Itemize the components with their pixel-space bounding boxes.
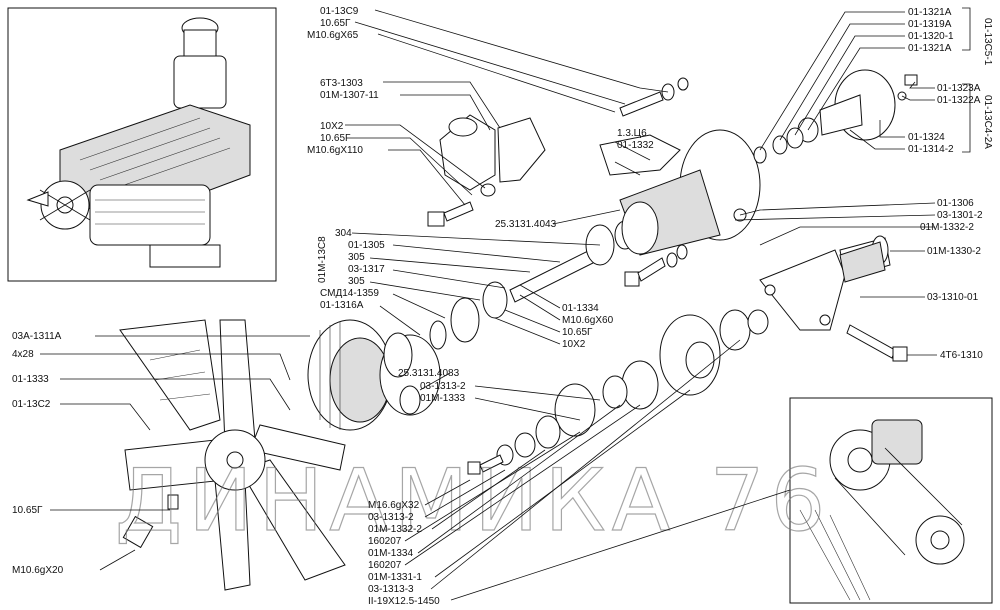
label-belt: II-19X12.5-1450: [368, 596, 440, 607]
label-304: 304: [335, 228, 352, 239]
label-bolt-m10x65: М10.6gX65: [307, 30, 359, 41]
belt-drive-illustration: [799, 419, 965, 601]
label-03a-1311a: 03А-1311А: [12, 331, 62, 342]
label-305-a: 305: [348, 252, 365, 263]
label-10x2-a: 10Х2: [320, 121, 344, 132]
label-bolt-m10x60: М10.6gX60: [562, 315, 614, 326]
label-1-3-c6: 1.3.Ц6: [617, 128, 647, 139]
leader-lines-right: [734, 11, 937, 356]
label-4x28: 4х28: [12, 349, 34, 360]
belt-inset-frame: [789, 397, 993, 604]
label-01-1324: 01-1324: [908, 132, 945, 143]
label-smd14-1359: СМД14-1359: [320, 288, 379, 299]
label-03-1313-2-a: 03-1313-2: [420, 381, 466, 392]
impeller: [753, 69, 918, 164]
label-03-1301-2: 03-1301-2: [937, 210, 983, 221]
label-01-13c9: 01-13С9: [320, 6, 359, 17]
label-01-1316a: 01-1316А: [320, 300, 364, 311]
label-6t3-1303: 6Т3-1303: [320, 78, 363, 89]
tension-bolt: [846, 324, 908, 362]
label-01m-1333: 01М-1333: [420, 393, 465, 404]
label-03-1313-2-b: 03-1313-2: [368, 512, 414, 523]
engine-inset-frame: [7, 7, 277, 282]
label-01m-1332-2-a: 01М-1332-2: [368, 524, 422, 535]
label-01m-13c8: 01М-13С8: [317, 236, 328, 283]
label-160207-a: 160207: [368, 536, 402, 547]
label-03-1313-3: 03-1313-3: [368, 584, 414, 595]
bolt-left: [427, 201, 474, 227]
label-305-b: 305: [348, 276, 365, 287]
label-01-1305: 01-1305: [348, 240, 385, 251]
labels-left: 01-13С9 10.65Г М10.6gX65 6Т3-1303 01М-13…: [12, 6, 654, 607]
bushing: [839, 241, 886, 283]
label-01-13c2: 01-13С2: [12, 399, 51, 410]
pulley-group: [307, 319, 441, 431]
label-group-01-13c5-1: 01-13С5-1: [982, 18, 993, 66]
label-160207-b: 160207: [368, 560, 402, 571]
label-4t6-1310: 4Т6-1310: [940, 350, 983, 361]
label-01m-1332-2-b: 01М-1332-2: [920, 222, 974, 233]
label-10x2-b: 10Х2: [562, 339, 586, 350]
tension-pulley: [659, 309, 769, 396]
label-01-1306: 01-1306: [937, 198, 974, 209]
group-braces: [962, 7, 971, 153]
label-01-1319a: 01-1319А: [908, 19, 952, 30]
label-01m-1334: 01М-1334: [368, 548, 413, 559]
label-01-1332: 01-1332: [617, 140, 654, 151]
watermark: ДИНАМИКА 76: [115, 451, 831, 551]
shaft-bearings: [383, 220, 636, 378]
label-01-1322a: 01-1322А: [937, 95, 981, 106]
bolt-top: [619, 77, 689, 117]
label-bolt-m16x32: М16.6gX32: [368, 500, 420, 511]
label-03-1310-01: 03-1310-01: [927, 292, 979, 303]
label-01-1314-2: 01-1314-2: [908, 144, 954, 155]
label-washer-a: 10.65Г: [320, 18, 351, 29]
label-01-1333: 01-1333: [12, 374, 49, 385]
label-01-1320-1: 01-1320-1: [908, 31, 954, 42]
label-25-3131-4043: 25.3131.4043: [495, 219, 557, 230]
label-bolt-m10x110: М10.6gX110: [307, 145, 363, 156]
label-washer-d: 10.65Г: [562, 327, 593, 338]
label-03-1317: 03-1317: [348, 264, 385, 275]
bolt-middle: [624, 244, 688, 287]
label-01m-1331-1: 01М-1331-1: [368, 572, 422, 583]
label-01m-1307-11: 01М-1307-11: [320, 90, 379, 101]
label-01-1323a: 01-1323А: [937, 83, 981, 94]
label-25-3131-4083: 25.3131.4083: [398, 368, 460, 379]
lower-bearings: [467, 360, 659, 475]
label-group-01-13c4-2a: 01-13С4-2А: [982, 95, 993, 149]
leader-lines: [40, 9, 791, 601]
labels-right: 01-1321А 01-1319А 01-1320-1 01-1321А 01-…: [908, 7, 993, 361]
fan-assembly: [119, 319, 346, 591]
engine-illustration: [26, 17, 251, 268]
label-washer-c: 10.65Г: [12, 505, 43, 516]
label-01-1321a-a: 01-1321А: [908, 7, 952, 18]
label-bolt-m10x20: М10.6gX20: [12, 565, 64, 576]
label-washer-b: 10.65Г: [320, 133, 351, 144]
label-01m-1330-2: 01М-1330-2: [927, 246, 981, 257]
thermostat-housing: [439, 114, 546, 197]
label-01-1321a-b: 01-1321А: [908, 43, 952, 54]
label-01-1334: 01-1334: [562, 303, 599, 314]
